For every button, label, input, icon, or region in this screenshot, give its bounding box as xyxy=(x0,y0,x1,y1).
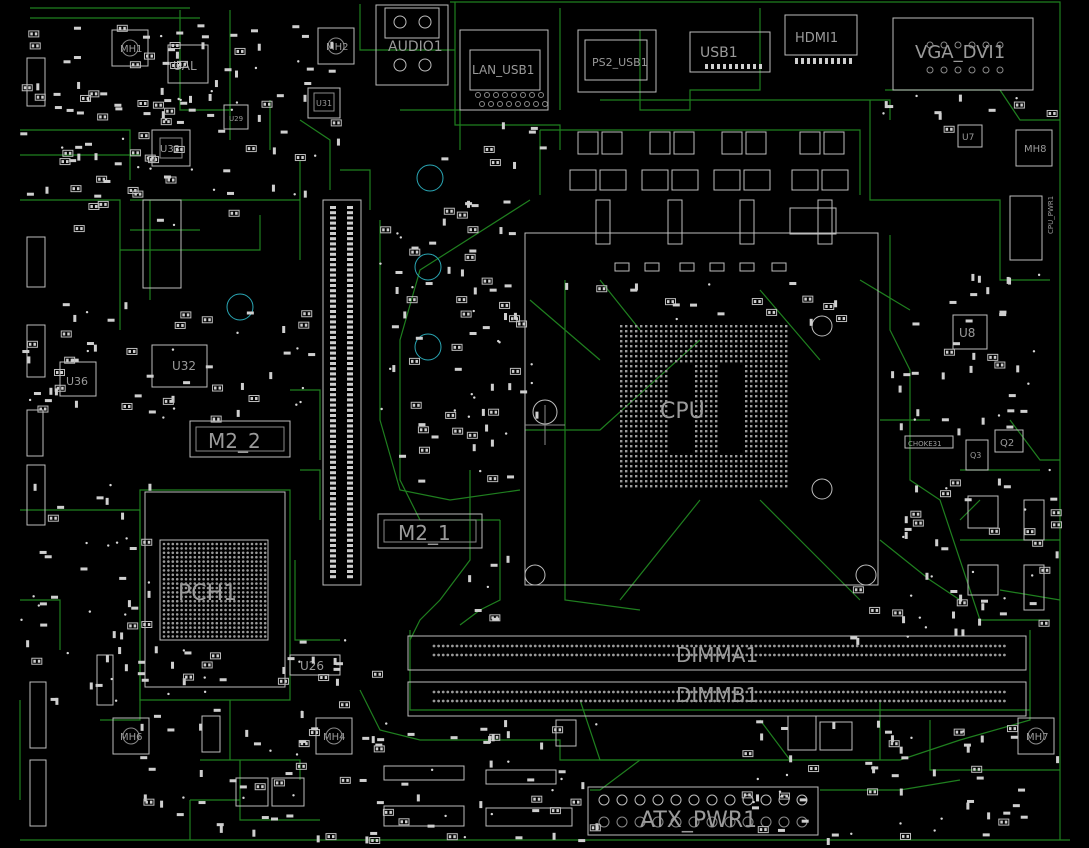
vrm-area xyxy=(569,131,849,272)
ics-right: U8 U7 Q2 Q3 CHOKE31 CPU_PWR1 xyxy=(904,124,1055,471)
mount-hole xyxy=(414,253,442,281)
lan-usb-label: LAN_USB1 xyxy=(472,63,534,77)
u36-label: U36 xyxy=(66,375,88,388)
q2-label: Q2 xyxy=(1000,438,1014,449)
rear-io: AUDIO1 LAN_USB1 PS2_USB1 USB1 HDMI1 VGA_… xyxy=(375,4,1034,111)
m2-slots: M2_2 M2_1 xyxy=(189,420,483,549)
u29-label: U29 xyxy=(229,115,243,123)
u7-label: U7 xyxy=(962,133,974,143)
atx-power: ATX_PWR1 xyxy=(587,786,819,836)
vga-dvi-label: VGA_DVI1 xyxy=(915,42,1005,63)
bottom-headers xyxy=(235,495,1045,827)
u26-label: U26 xyxy=(300,659,324,673)
left-headers xyxy=(26,57,221,827)
pcie-slot xyxy=(322,199,362,586)
audio-label: AUDIO1 xyxy=(388,39,443,55)
io-pins xyxy=(475,41,1004,107)
ics-left: U32 U36 xyxy=(59,344,208,397)
m2-2-label: M2_2 xyxy=(208,429,261,453)
mh4-label: MH4 xyxy=(323,732,346,743)
mount-hole xyxy=(226,293,254,321)
hdmi-label: HDMI1 xyxy=(795,31,838,46)
usb-label: USB1 xyxy=(700,45,738,61)
mount-hole xyxy=(414,333,442,361)
cpu-socket: CPU xyxy=(524,232,879,586)
dimm-b-label: DIMMB1 xyxy=(676,683,758,707)
copper-traces xyxy=(19,89,1061,840)
u33-label: U33 xyxy=(160,144,180,155)
dimm-slots: DIMMA1 DIMMB1 xyxy=(407,635,1027,717)
cpu-label: CPU xyxy=(660,399,705,424)
mounting-pads: MH1 MH2 MH8 MH6 MH4 MH7 xyxy=(111,27,1055,755)
atx-label: ATX_PWR1 xyxy=(640,808,757,833)
mh8-label: MH8 xyxy=(1024,144,1047,155)
q3-label: Q3 xyxy=(970,451,981,460)
pch: PCH1 xyxy=(144,491,286,688)
u26: U26 xyxy=(289,654,341,676)
mount-hole xyxy=(416,164,444,192)
pch-label: PCH1 xyxy=(178,581,237,606)
u32-label: U32 xyxy=(172,359,196,373)
cpu-pwr-label: CPU_PWR1 xyxy=(1047,196,1055,234)
dimm-a-label: DIMMA1 xyxy=(676,643,758,667)
u31-label: U31 xyxy=(316,99,332,108)
mh1-label: MH1 xyxy=(120,44,143,55)
mh6-label: MH6 xyxy=(120,732,143,743)
u8-label: U8 xyxy=(959,326,975,340)
mh7-label: MH7 xyxy=(1026,732,1049,743)
mount-holes xyxy=(226,164,444,361)
m2-1-label: M2_1 xyxy=(398,521,451,545)
smd-components xyxy=(20,24,1062,845)
mh2-label: MH2 xyxy=(326,42,349,53)
ps2-usb-label: PS2_USB1 xyxy=(592,56,648,69)
choke-label: CHOKE31 xyxy=(908,440,942,448)
